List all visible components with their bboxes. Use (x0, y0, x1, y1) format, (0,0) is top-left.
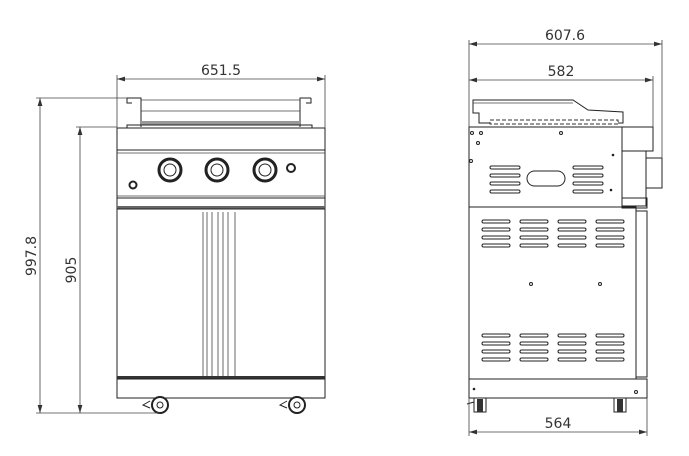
lid-section (116, 127, 326, 151)
griddle-profile (472, 99, 624, 124)
vent-slot (519, 235, 549, 240)
vent-slot (595, 357, 625, 362)
vent-slot (595, 227, 625, 232)
base (468, 378, 648, 399)
vent-slot (557, 357, 587, 362)
vent-slot (557, 349, 587, 354)
vent-slot (595, 243, 625, 248)
wheel-rear (613, 397, 627, 413)
side-knob (645, 157, 663, 189)
griddle-top (126, 97, 313, 129)
vent-slot (481, 341, 511, 346)
vent-slot (595, 341, 625, 346)
knob-1[interactable] (157, 157, 183, 183)
side-view (466, 99, 663, 413)
vent-slot (557, 227, 587, 232)
cabinet-doors (116, 208, 326, 380)
vent-slot (595, 349, 625, 354)
vent-slot (481, 235, 511, 240)
vent-slot (481, 219, 511, 224)
vent-slot (481, 349, 511, 354)
upper-vents (489, 165, 604, 194)
vent-slot (557, 243, 587, 248)
dimension-label: 564 (545, 416, 572, 432)
vent-slot (557, 219, 587, 224)
dimension-width: 651.5 (116, 63, 326, 128)
vent-slot (557, 341, 587, 346)
base (116, 378, 326, 399)
vent-slot (519, 219, 549, 224)
dimension-label: 607.6 (545, 28, 585, 44)
dimension-label: 997.8 (24, 236, 40, 276)
dimension-label: 905 (64, 257, 80, 284)
vent-slot (481, 227, 511, 232)
vent-slot (519, 349, 549, 354)
vent-slot (481, 333, 511, 338)
handle-slot (526, 170, 566, 187)
vent-slot (519, 341, 549, 346)
indicator-light (128, 180, 138, 190)
vent-slot (481, 357, 511, 362)
vent-slot (519, 333, 549, 338)
lower-vents (481, 219, 625, 362)
wheel-left (141, 396, 169, 414)
igniter-button[interactable] (286, 163, 296, 173)
vent-slot (519, 243, 549, 248)
dimension-overall-depth: 607.6 (468, 28, 663, 158)
dimension-top-depth: 582 (469, 64, 654, 127)
dimension-base-depth: 564 (468, 398, 648, 436)
vent-slot (557, 235, 587, 240)
vent-slot (481, 243, 511, 248)
vent-slot (519, 227, 549, 232)
dimension-body-height: 905 (64, 126, 117, 413)
dimension-total-height: 997.8 (24, 97, 160, 414)
vent-slot (557, 333, 587, 338)
upper-body (468, 126, 623, 208)
vent-slot (595, 333, 625, 338)
knob-2[interactable] (204, 157, 230, 183)
dimension-label: 651.5 (201, 63, 241, 79)
wheel-right (278, 396, 306, 414)
vent-slot (519, 357, 549, 362)
dimension-label: 582 (548, 64, 575, 80)
vent-slot (595, 235, 625, 240)
front-view (116, 97, 326, 414)
knob-3[interactable] (252, 157, 278, 183)
wheel-front (466, 397, 487, 413)
vent-slot (595, 219, 625, 224)
